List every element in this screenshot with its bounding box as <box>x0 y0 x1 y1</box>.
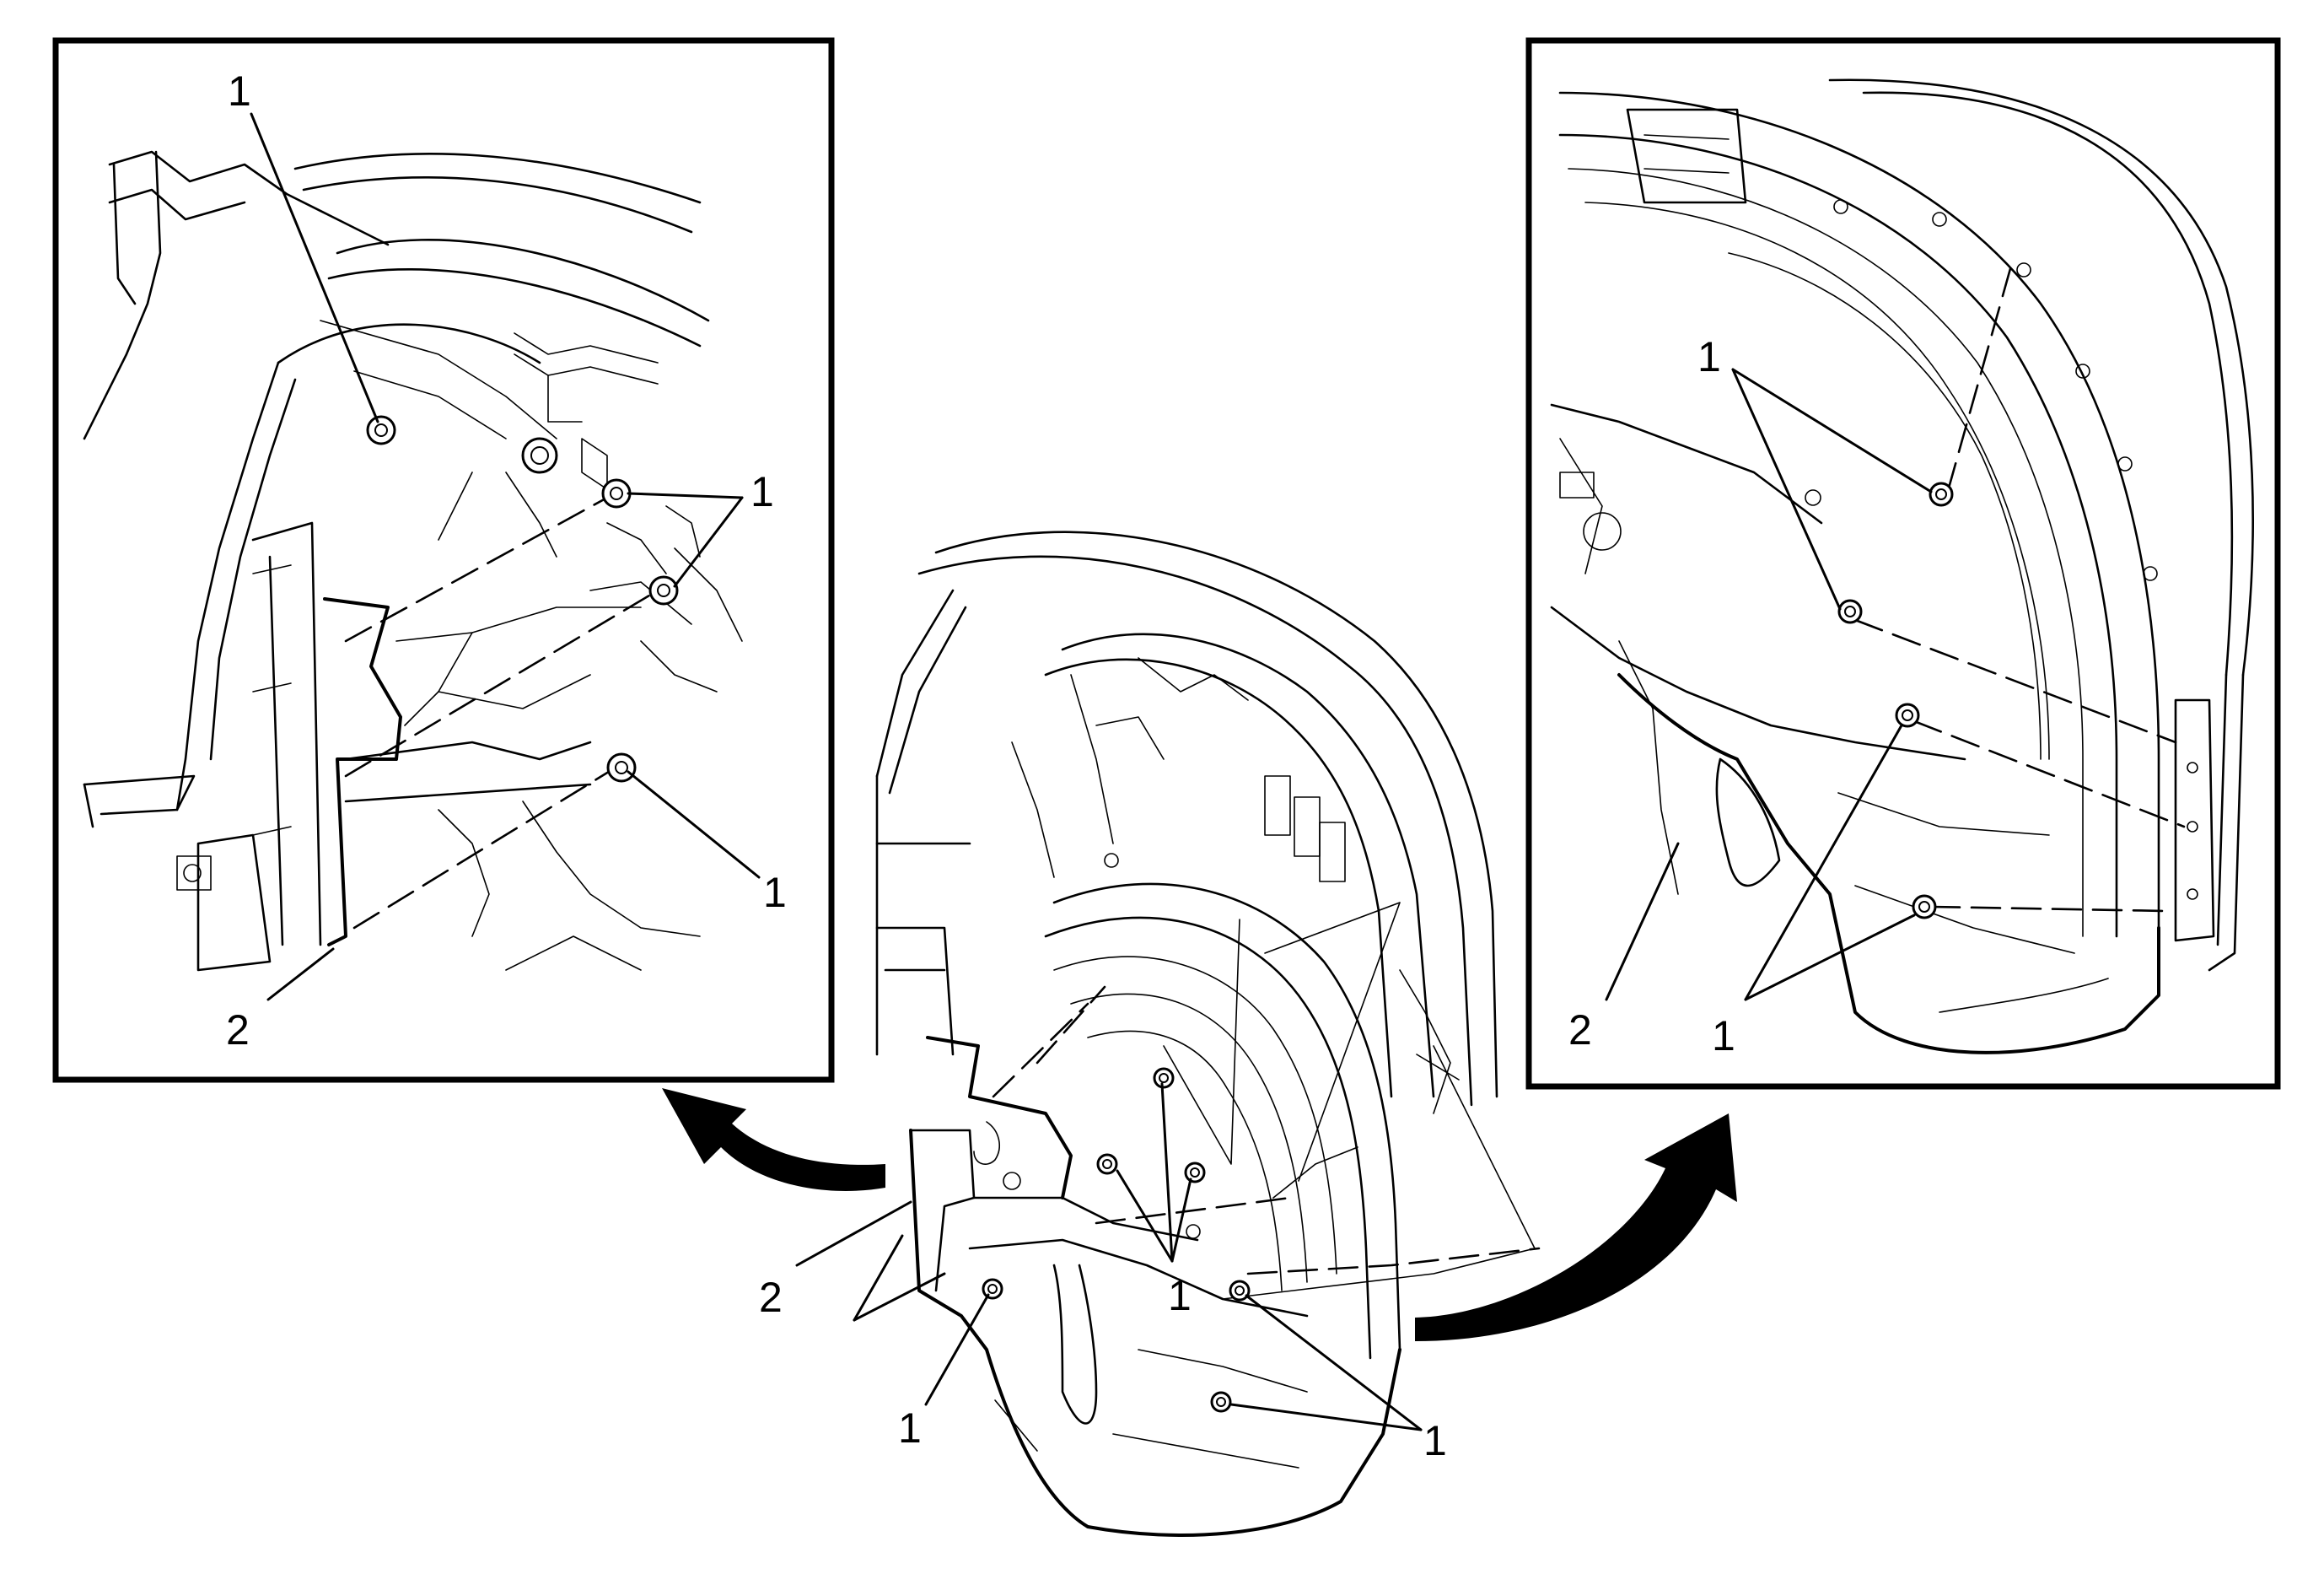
callout-label: 1 <box>1712 1012 1735 1059</box>
left-panel-callouts: 1 1 1 2 <box>226 67 787 1054</box>
center-callouts: 2 1 1 1 <box>759 1082 1447 1464</box>
callout-label: 1 <box>1168 1272 1192 1319</box>
push-pin-fastener <box>601 478 632 509</box>
callout-label: 2 <box>1568 1006 1592 1054</box>
center-overview: 2 1 1 1 <box>759 531 1541 1537</box>
push-pin-fastener <box>1229 1280 1251 1302</box>
push-pin-fastener <box>1153 1067 1175 1089</box>
push-pin-fastener <box>1895 703 1920 728</box>
callout-label: 1 <box>763 869 787 916</box>
left-panel-fasteners <box>366 415 679 783</box>
push-pin-fastener <box>1929 482 1954 507</box>
push-pin-fastener <box>1912 894 1937 919</box>
grommet <box>521 437 558 474</box>
push-pin-fastener <box>366 415 396 445</box>
callout-label: 2 <box>759 1274 783 1321</box>
arrow-to-right-panel <box>1415 1113 1737 1341</box>
left-panel-artwork <box>83 150 743 972</box>
left-detail-panel: 1 1 1 2 <box>52 37 835 1083</box>
callout-label: 1 <box>750 468 774 515</box>
right-panel-fasteners <box>1837 482 1954 919</box>
push-pin-fastener <box>1210 1391 1232 1413</box>
right-detail-panel: 1 1 2 <box>1525 37 2281 1090</box>
callout-label: 1 <box>1697 333 1721 380</box>
right-panel-callouts: 1 1 2 <box>1568 333 1933 1059</box>
center-artwork <box>875 531 1541 1537</box>
push-pin-fastener <box>1184 1162 1206 1183</box>
push-pin-fastener <box>982 1278 1003 1300</box>
callout-label: 1 <box>898 1404 922 1452</box>
right-panel-artwork <box>1550 78 2254 1054</box>
push-pin-fastener <box>648 575 679 606</box>
callout-label: 1 <box>1423 1417 1447 1464</box>
arrow-to-left-panel <box>662 1088 885 1191</box>
center-fasteners <box>982 1067 1251 1413</box>
push-pin-fastener <box>1837 599 1863 624</box>
push-pin-fastener <box>606 752 637 783</box>
callout-label: 1 <box>228 67 251 115</box>
callout-label: 2 <box>226 1006 250 1054</box>
push-pin-fastener <box>1096 1153 1118 1175</box>
